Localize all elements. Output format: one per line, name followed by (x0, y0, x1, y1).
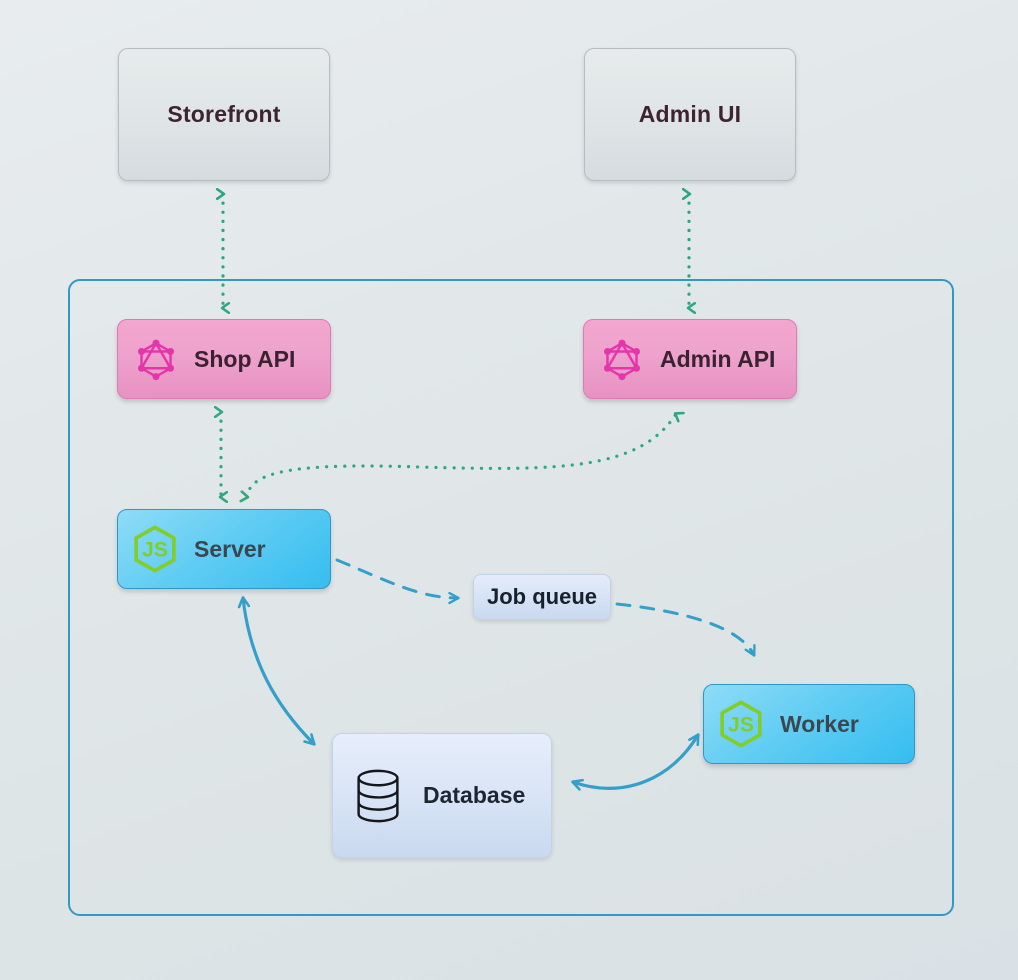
node-job-queue[interactable]: Job queue (473, 574, 611, 620)
nodejs-icon: JS (720, 700, 762, 748)
node-admin-ui[interactable]: Admin UI (584, 48, 796, 181)
graphql-icon (603, 339, 641, 381)
node-shop-api-label: Shop API (194, 345, 296, 372)
node-storefront[interactable]: Storefront (118, 48, 330, 181)
graphql-icon (137, 339, 175, 381)
database-icon (357, 769, 399, 822)
node-server[interactable]: JS Server (117, 509, 331, 589)
node-database-label: Database (423, 782, 526, 808)
node-admin-api[interactable]: Admin API (583, 319, 797, 399)
server-container-boundary (68, 279, 954, 916)
node-database[interactable]: Database (332, 733, 552, 858)
node-worker[interactable]: JS Worker (703, 684, 915, 764)
node-shop-api[interactable]: Shop API (117, 319, 331, 399)
node-admin-api-label: Admin API (660, 345, 776, 372)
node-server-label: Server (194, 535, 266, 562)
node-worker-label: Worker (780, 710, 859, 737)
svg-text:JS: JS (728, 713, 754, 736)
node-admin-ui-label: Admin UI (638, 101, 742, 127)
node-job-queue-label: Job queue (487, 584, 598, 609)
svg-text:JS: JS (142, 538, 168, 561)
node-storefront-label: Storefront (167, 101, 281, 127)
nodejs-icon: JS (134, 525, 176, 573)
